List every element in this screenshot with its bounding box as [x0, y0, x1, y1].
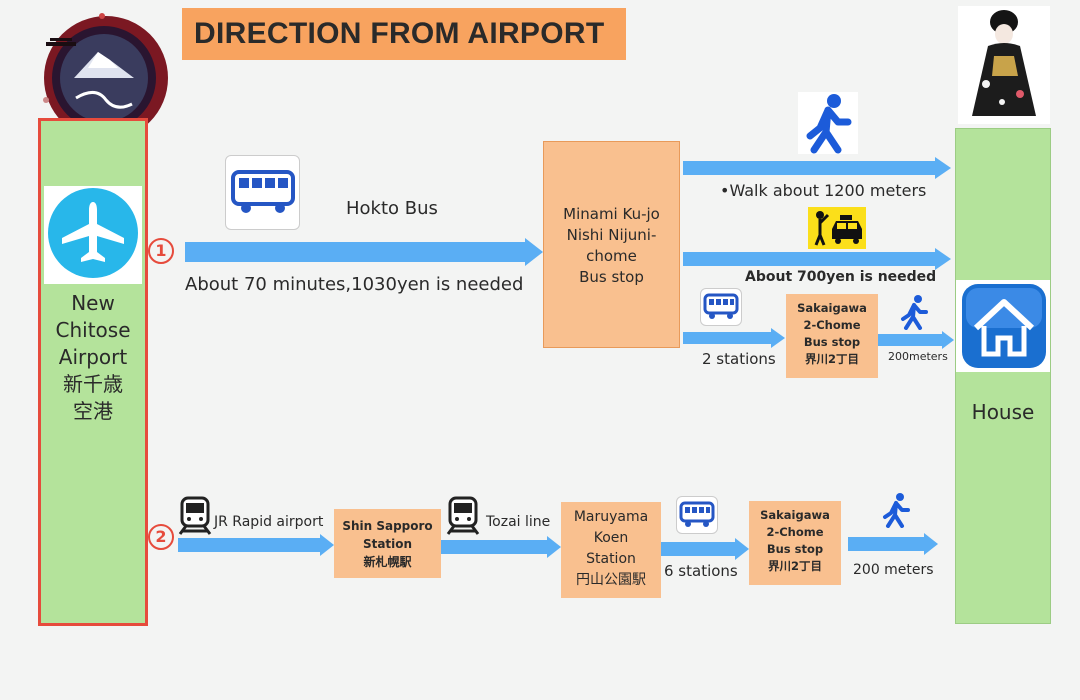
minami-kujo-bus-stop: Minami Ku-jo Nishi Nijuni- chome Bus sto…	[543, 141, 680, 348]
route-1-bus2-note: 2 stations	[702, 350, 776, 368]
geisha-icon	[958, 6, 1050, 124]
house-column	[955, 128, 1051, 624]
arrow-minami-walk	[683, 157, 951, 179]
sakaigawa-bus-stop-2: Sakaigawa 2-Chome Bus stop 界川2丁目	[749, 501, 841, 585]
arrow-shin-to-maruyama	[441, 536, 561, 558]
airport-label: New Chitose Airport 新千歳 空港	[55, 291, 131, 423]
arrow-airport-to-minami	[185, 238, 543, 266]
jr-rapid-label: JR Rapid airport	[214, 514, 324, 530]
taxi-note: About 700yen is needed	[745, 269, 937, 285]
route-1-walk2-note: 200meters	[888, 350, 948, 363]
arrow-airport-to-shin	[178, 534, 334, 556]
bus-icon	[679, 501, 715, 527]
maruyama-koen-station: Maruyama Koen Station 円山公園駅	[561, 502, 661, 598]
bus-icon	[703, 293, 739, 319]
route-1-number: 1	[148, 238, 174, 264]
sakaigawa-bus-stop-1: Sakaigawa 2-Chome Bus stop 界川2丁目	[786, 294, 878, 378]
walker-icon	[883, 493, 910, 528]
train-icon	[446, 496, 480, 535]
walker-icon	[901, 295, 928, 330]
route-2-number: 2	[148, 524, 174, 550]
taxi-icon	[814, 211, 862, 246]
arrow-sakaigawa2-to-house	[848, 533, 938, 555]
route-2-walk-note: 200 meters	[853, 562, 934, 578]
arrow-maruyama-to-sakaigawa	[661, 538, 749, 560]
route-1-bus-note: About 70 minutes,1030yen is needed	[185, 274, 524, 295]
route-2-bus-note: 6 stations	[664, 562, 738, 580]
house-icon	[962, 284, 1046, 368]
house-label: House	[971, 400, 1035, 424]
arrow-minami-taxi	[683, 248, 951, 270]
shin-sapporo-station: Shin Sapporo Station 新札幌駅	[334, 509, 441, 578]
airplane-icon	[62, 202, 124, 262]
tozai-line-label: Tozai line	[486, 514, 551, 530]
arrow-minami-to-sakaigawa	[683, 328, 785, 348]
bus-icon	[231, 170, 295, 213]
train-icon	[178, 496, 212, 535]
fuji-logo-icon	[43, 13, 168, 140]
arrow-sakaigawa1-to-house	[878, 331, 954, 349]
hokto-bus-label: Hokto Bus	[346, 198, 438, 219]
page-title: DIRECTION FROM AIRPORT	[182, 8, 626, 60]
walk-note: •Walk about 1200 meters	[720, 181, 927, 200]
walker-icon	[798, 92, 858, 154]
